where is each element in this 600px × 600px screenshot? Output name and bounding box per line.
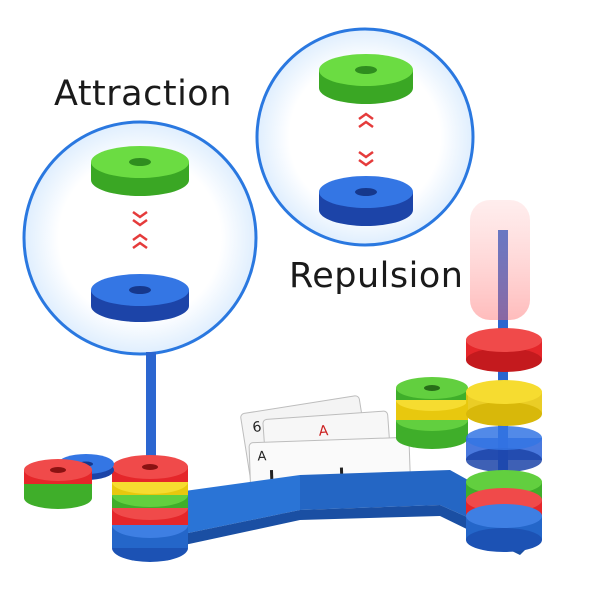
left-ring-stack	[112, 455, 188, 562]
attraction-label: Attraction	[54, 74, 232, 114]
right-pole-stack	[466, 200, 542, 552]
blue-magnet-ring	[319, 176, 413, 226]
repulsion-arrows	[358, 112, 374, 167]
left-pole	[146, 352, 156, 470]
loose-rings	[24, 454, 114, 509]
card-top-index: 6	[251, 419, 262, 436]
repulsion-magnifier	[255, 27, 475, 247]
card-middle-index: A	[318, 423, 329, 440]
repulsion-label: Repulsion	[289, 256, 464, 296]
green-magnet-ring	[319, 54, 413, 104]
middle-ring-stack	[396, 377, 468, 449]
attraction-magnifier	[22, 120, 258, 356]
attraction-arrows	[132, 210, 148, 250]
blue-magnet-ring	[91, 274, 189, 322]
right-pole	[498, 230, 508, 520]
card-front-index: A	[257, 449, 267, 464]
green-magnet-ring	[91, 146, 189, 196]
